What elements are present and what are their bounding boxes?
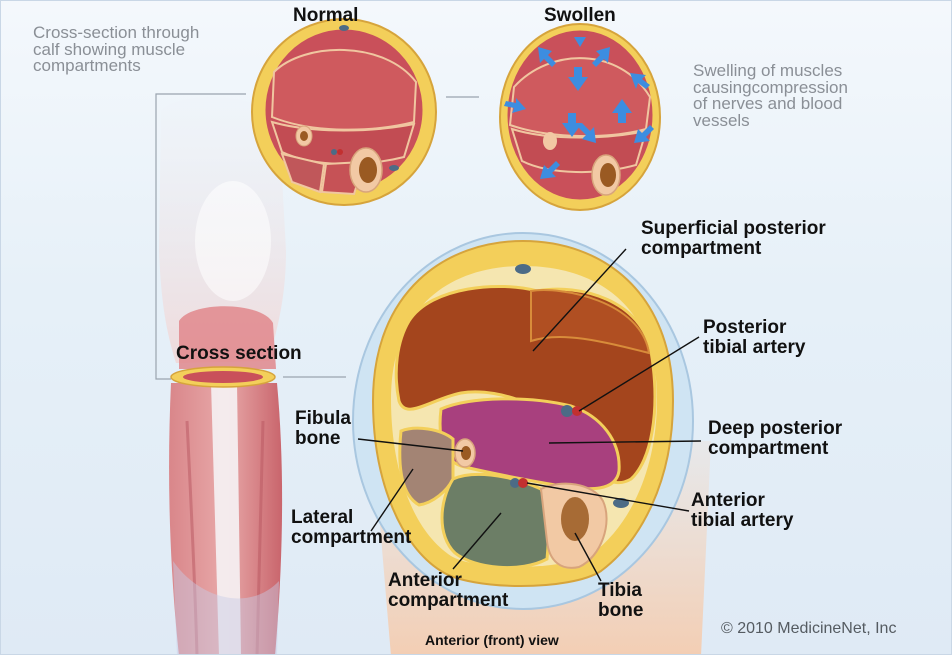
leg-illustration — [159, 97, 286, 655]
lateral-compartment-label: Lateral compartment — [291, 508, 411, 548]
deep-posterior-label: Deep posterior compartment — [708, 419, 842, 459]
superficial-posterior-label: Superficial posterior compartment — [641, 219, 826, 259]
copyright-notice: © 2010 MedicineNet, Inc — [721, 621, 896, 638]
normal-heading: Normal — [293, 6, 358, 26]
normal-cross-section — [252, 19, 436, 205]
anterior-view-label: Anterior (front) view — [425, 633, 559, 648]
swelling-note: Swelling of muscles causingcompression o… — [693, 63, 848, 130]
anterior-compartment-label: Anterior compartment — [388, 571, 508, 611]
swollen-cross-section — [500, 24, 660, 210]
posterior-tibial-artery — [572, 406, 582, 416]
posterior-tibial-artery-label: Posterior tibial artery — [703, 318, 805, 358]
cross-section-label: Cross section — [176, 344, 302, 364]
anterior-tibial-artery — [518, 478, 528, 488]
anterior-tibial-artery-label: Anterior tibial artery — [691, 491, 793, 531]
calf-caption: Cross-section through calf showing muscl… — [33, 25, 199, 75]
swollen-heading: Swollen — [544, 6, 616, 26]
large-cross-section — [353, 233, 693, 609]
tibia-bone-label: Tibia bone — [598, 581, 643, 621]
fibula-bone-label: Fibula bone — [295, 409, 351, 449]
